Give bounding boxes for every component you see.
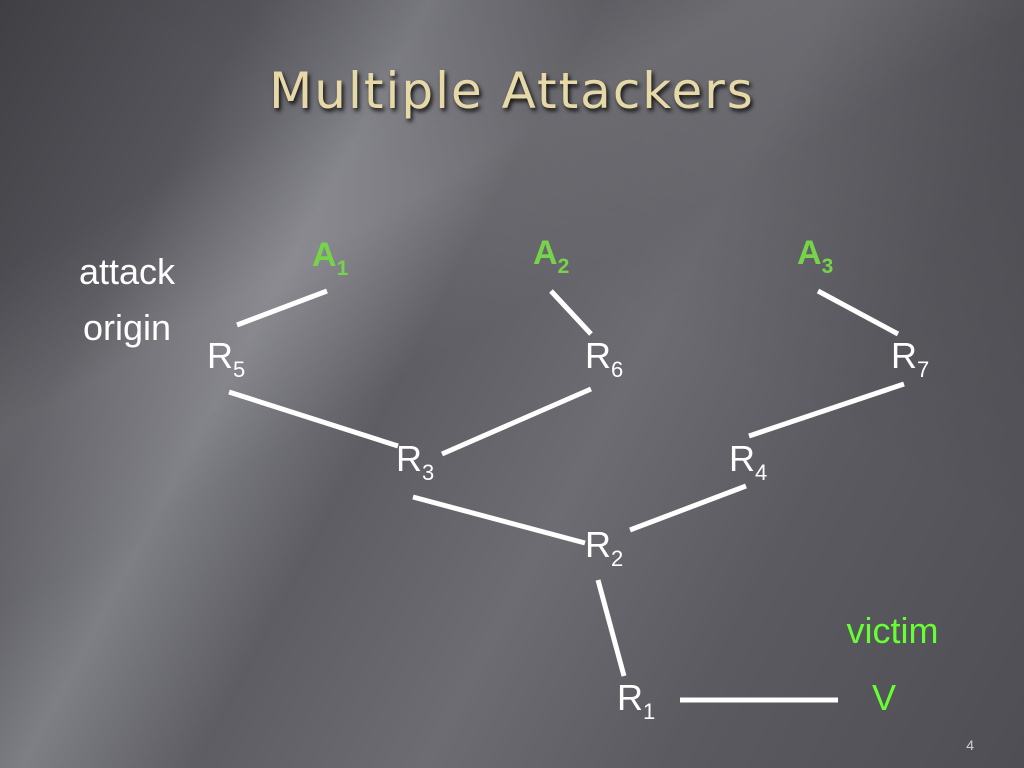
node-r1: R1 bbox=[617, 680, 655, 723]
node-r5-sub: 5 bbox=[233, 357, 246, 382]
victim-label: victim bbox=[846, 610, 939, 651]
node-a1-letter: A bbox=[312, 236, 337, 274]
edge-r4-r2 bbox=[629, 483, 747, 533]
node-a3-sub: 3 bbox=[821, 255, 834, 278]
node-r4-sub: 4 bbox=[755, 460, 768, 485]
node-r6-letter: R bbox=[585, 335, 611, 376]
page-number: 4 bbox=[966, 737, 974, 753]
node-a2: A2 bbox=[533, 236, 569, 277]
node-r2-letter: R bbox=[585, 524, 611, 565]
node-r2: R2 bbox=[585, 527, 623, 570]
edge-a3-r7 bbox=[816, 288, 900, 337]
node-a3: A3 bbox=[797, 236, 833, 277]
edge-r3-r2 bbox=[412, 494, 586, 546]
edge-a2-r6 bbox=[549, 289, 593, 336]
node-a3-letter: A bbox=[797, 234, 822, 272]
node-r3-sub: 3 bbox=[422, 460, 435, 485]
node-r4: R4 bbox=[729, 441, 767, 484]
edge-a1-r5 bbox=[236, 288, 328, 328]
node-r7: R7 bbox=[891, 338, 929, 381]
node-r5-letter: R bbox=[207, 335, 233, 376]
node-a1-sub: 1 bbox=[336, 257, 349, 280]
node-r4-letter: R bbox=[729, 438, 755, 479]
attack-origin-line-1: attack bbox=[78, 251, 176, 292]
node-r6: R6 bbox=[585, 338, 623, 381]
node-r6-sub: 6 bbox=[611, 357, 624, 382]
slide-title: Multiple Attackers bbox=[269, 62, 755, 120]
edge-r7-r4 bbox=[748, 381, 905, 439]
attack-origin-line-2: origin bbox=[82, 307, 172, 348]
node-a2-letter: A bbox=[533, 234, 558, 272]
node-r3: R3 bbox=[396, 441, 434, 484]
node-r2-sub: 2 bbox=[611, 546, 624, 571]
edge-r6-r3 bbox=[441, 386, 592, 457]
edge-r5-r3 bbox=[228, 389, 399, 449]
node-a1: A1 bbox=[312, 238, 348, 279]
node-r7-letter: R bbox=[891, 335, 917, 376]
node-a2-sub: 2 bbox=[557, 255, 570, 278]
node-r3-letter: R bbox=[396, 438, 422, 479]
edge-r2-r1 bbox=[595, 579, 627, 677]
node-r1-letter: R bbox=[617, 677, 643, 718]
attack-origin-label: attack origin bbox=[62, 244, 192, 356]
node-r1-sub: 1 bbox=[643, 699, 656, 724]
node-v-letter: V bbox=[872, 677, 897, 718]
node-v: V bbox=[872, 680, 896, 716]
node-r5: R5 bbox=[207, 338, 245, 381]
node-r7-sub: 7 bbox=[917, 357, 930, 382]
